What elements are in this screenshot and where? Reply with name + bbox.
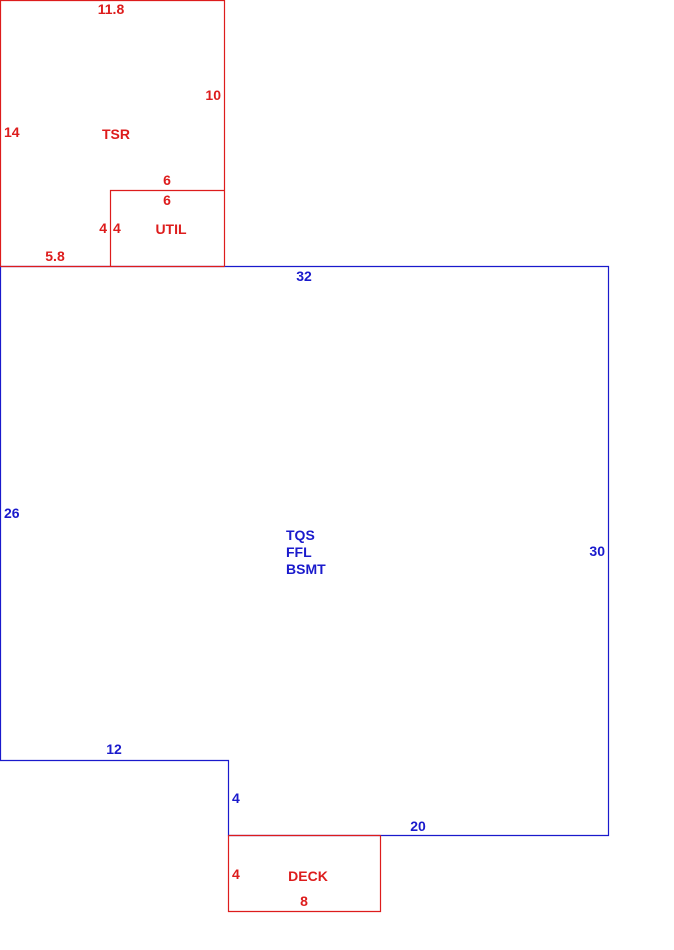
util-left-outer-dimension: 4 [99, 220, 107, 236]
util-left-inner-dimension: 4 [113, 220, 121, 236]
deck-bottom-dimension: 8 [300, 893, 308, 909]
util-room-label: UTIL [155, 221, 187, 237]
tsr-room-label: TSR [102, 126, 130, 142]
util-top-outer-dimension: 6 [163, 172, 171, 188]
deck-label: DECK [288, 868, 328, 884]
main-bottom-dimension: 20 [410, 818, 426, 834]
tsr-right-dimension: 10 [205, 87, 221, 103]
tsr-bottom-dimension: 5.8 [45, 248, 65, 264]
tsr-room-outline [0, 0, 226, 267]
main-area-label-line-2: FFL [286, 544, 312, 560]
main-left-dimension: 26 [4, 505, 20, 521]
main-area-label-line-1: TQS [286, 527, 315, 543]
tsr-left-dimension: 14 [4, 124, 20, 140]
tsr-top-dimension: 11.8 [98, 1, 125, 17]
deck-left-dimension: 4 [232, 866, 240, 882]
main-notch-top-dimension: 12 [106, 741, 122, 757]
main-top-dimension: 32 [296, 268, 312, 284]
main-notch-side-dimension: 4 [232, 790, 240, 806]
main-area-label-line-3: BSMT [286, 561, 326, 577]
main-right-dimension: 30 [589, 543, 605, 559]
util-top-inner-dimension: 6 [163, 192, 171, 208]
util-room-outline [109, 189, 225, 267]
deck-outline [227, 835, 382, 913]
